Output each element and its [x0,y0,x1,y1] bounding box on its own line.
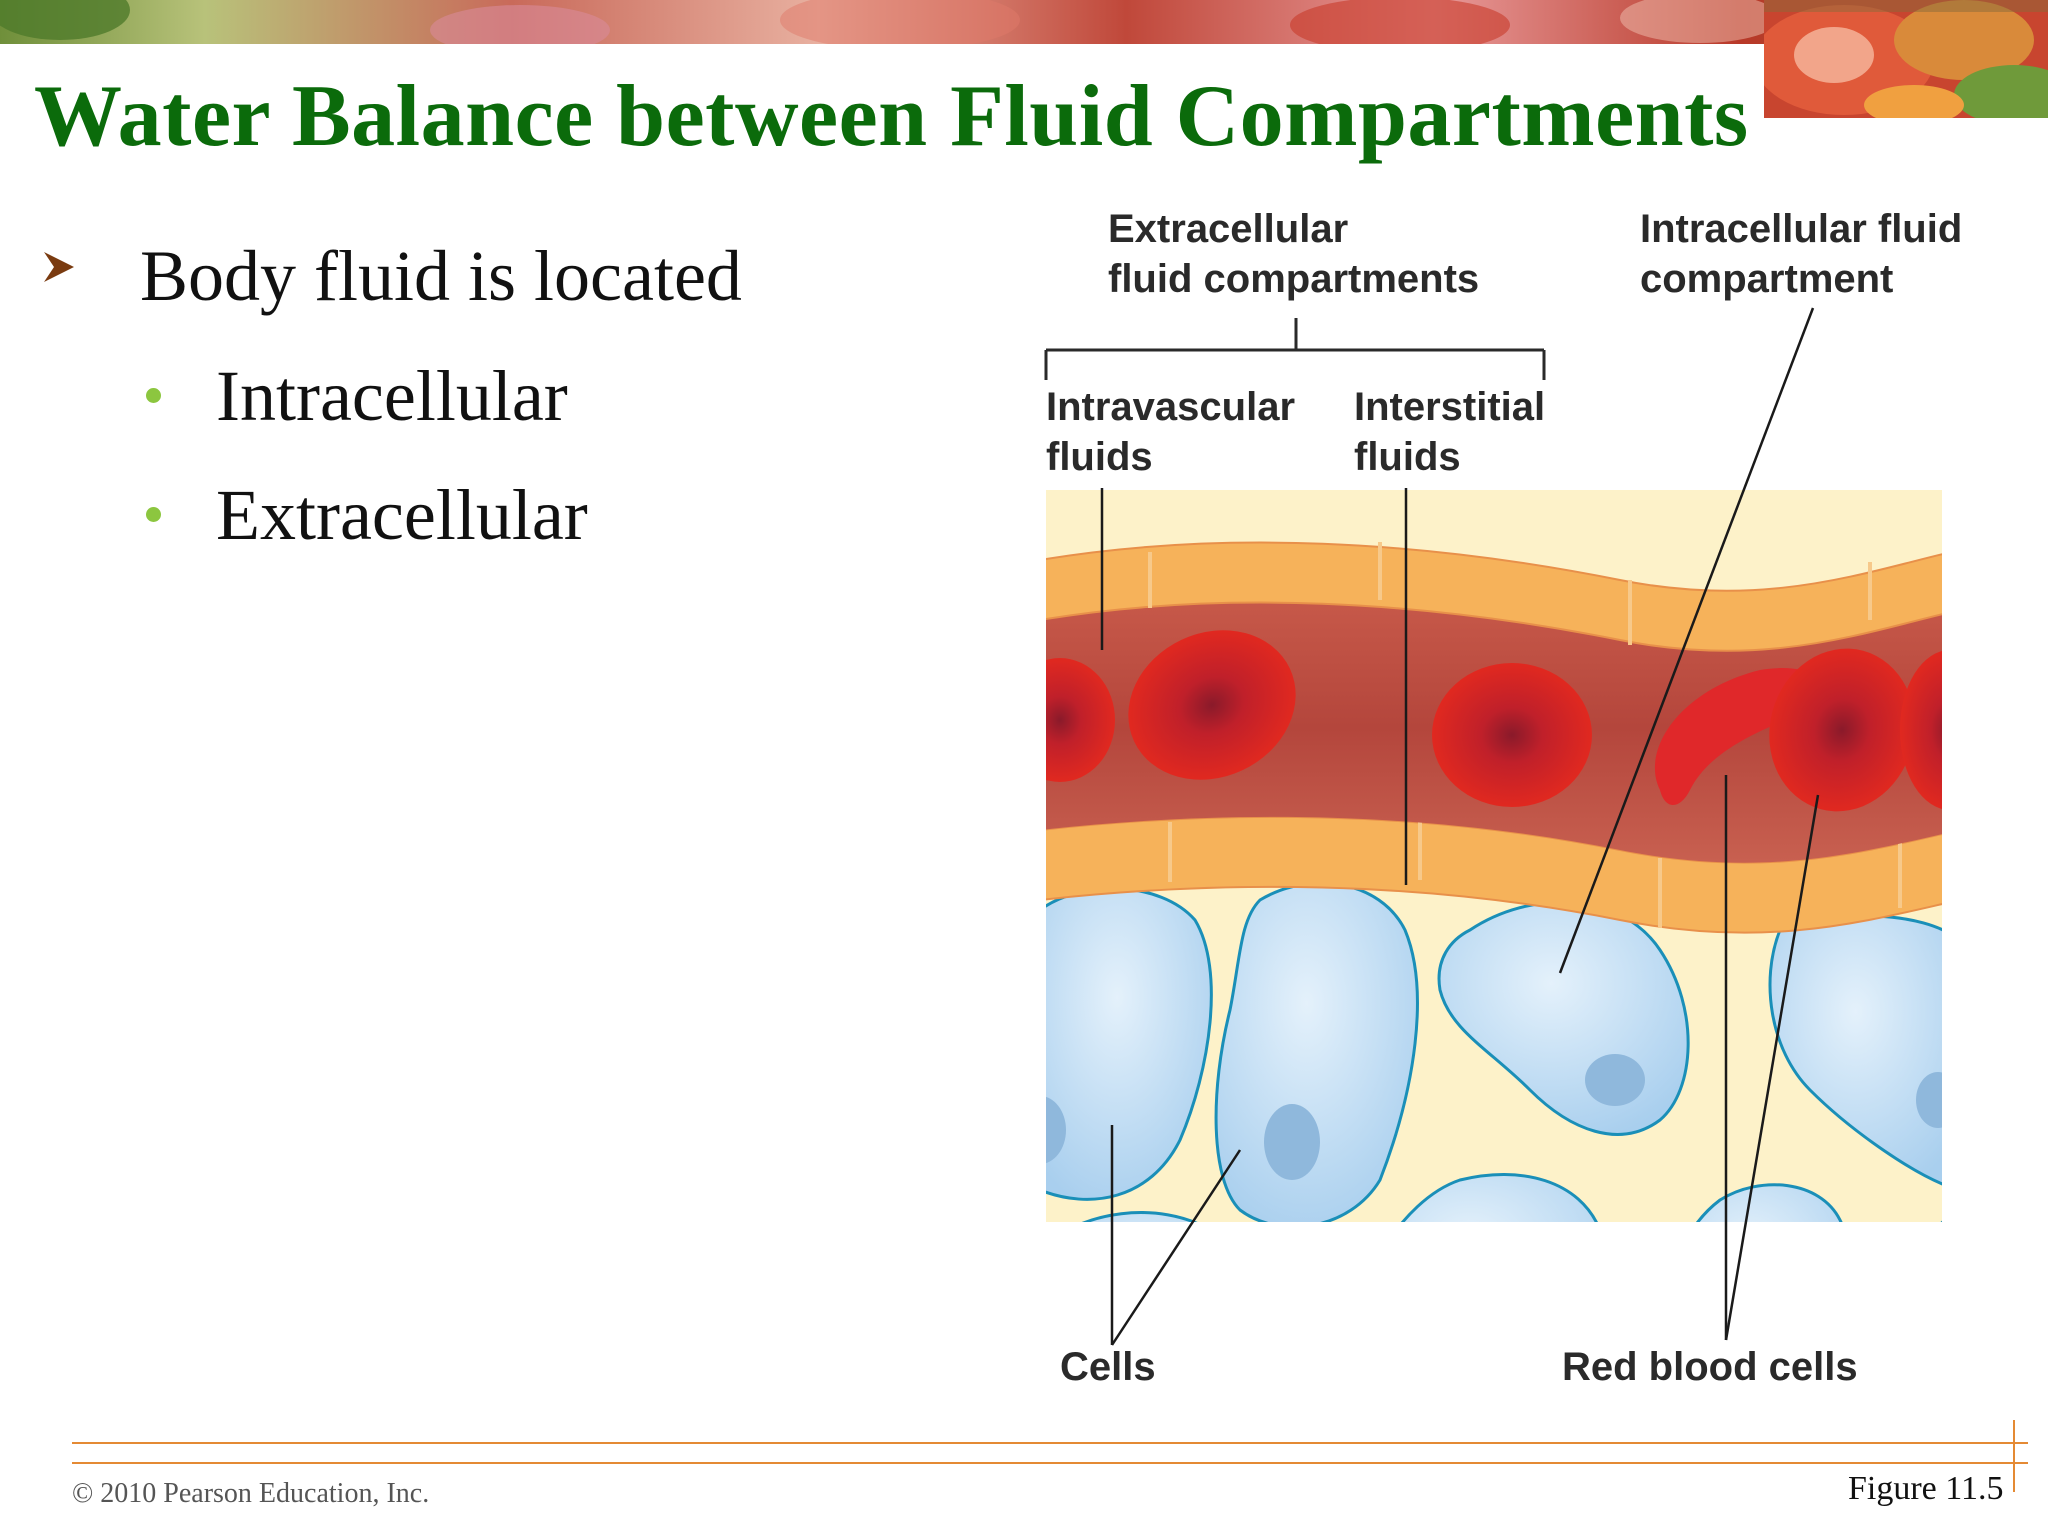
intracellular-label: Intracellular fluid compartment [1640,204,1962,304]
bullet-list: Body fluid is located Intracellular Extr… [0,0,960,600]
copyright-text: © 2010 Pearson Education, Inc. [72,1478,429,1510]
fluid-compartments-figure: Extracellular fluid compartments Intrace… [1020,190,2048,1420]
corner-photo-image [1764,0,2048,118]
bullet-intracellular: Intracellular [216,355,568,438]
bullet-extracellular: Extracellular [216,474,588,557]
intravascular-label: Intravascular fluids [1046,382,1295,482]
extracellular-label: Extracellular fluid compartments [1108,204,1479,304]
red-blood-cells-label: Red blood cells [1562,1342,1858,1392]
footer-divider-vertical [2013,1420,2015,1492]
figure-reference: Figure 11.5 [1848,1470,2004,1508]
footer-divider-top [72,1442,2028,1444]
bullet-body-fluid: Body fluid is located [140,235,742,318]
footer-divider-bottom [72,1462,2028,1464]
fluid-compartments-illustration [1020,190,2048,1420]
arrow-bullet-icon [42,250,76,284]
green-dot-bullet-icon [146,507,161,522]
extracellular-bracket [1046,318,1544,380]
green-dot-bullet-icon [146,388,161,403]
cells-label: Cells [1060,1342,1156,1392]
interstitial-label: Interstitial fluids [1354,382,1545,482]
